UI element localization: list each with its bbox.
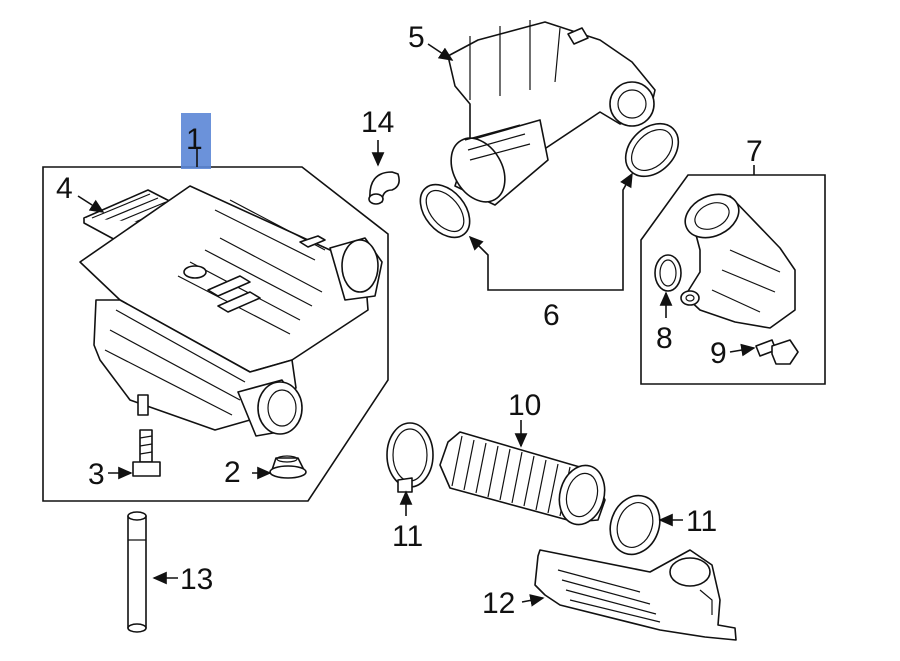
callout-13: 13 [180,563,213,596]
leader-6 [468,235,553,291]
elbow-part-7 [680,193,796,329]
callout-10: 10 [508,389,541,422]
callout-2: 2 [224,456,241,489]
clamp-part-11-right [609,494,661,556]
callout-14: 14 [361,106,394,139]
leader-12 [521,594,545,607]
callout-1-highlight [181,113,211,169]
callout-12: 12 [482,587,515,620]
callout-3: 3 [88,458,105,491]
callout-5: 5 [408,21,425,54]
drain-tube-part-13 [127,511,147,633]
bolt-part-3 [132,429,161,477]
hose-part-14 [368,171,400,205]
leader-4 [77,195,105,213]
leader-6b [553,172,633,291]
clamp-part-6-left [419,183,471,239]
resonator-part-12 [534,549,737,641]
callout-4: 4 [56,172,73,205]
intake-duct-part-5 [447,20,656,206]
corrugated-hose-part-10 [439,431,606,526]
callout-11-left: 11 [392,520,423,553]
leader-9 [729,343,756,357]
callout-9: 9 [710,337,727,370]
callout-11-right: 11 [686,505,717,538]
callout-1: 1 [186,123,203,156]
assembly-frame-1 [42,166,389,502]
callout-7: 7 [746,135,763,168]
gasket-part-8 [654,254,682,292]
callout-8: 8 [656,322,673,355]
callout-6: 6 [543,299,560,332]
leader-5 [427,43,454,61]
bolt-part-9 [755,339,799,365]
grommet-part-2 [269,455,307,479]
air-cleaner-housing [79,185,383,437]
assembly-frame-7 [640,174,826,385]
clamp-part-11-left [386,422,434,493]
clamp-part-6-right [624,122,680,178]
